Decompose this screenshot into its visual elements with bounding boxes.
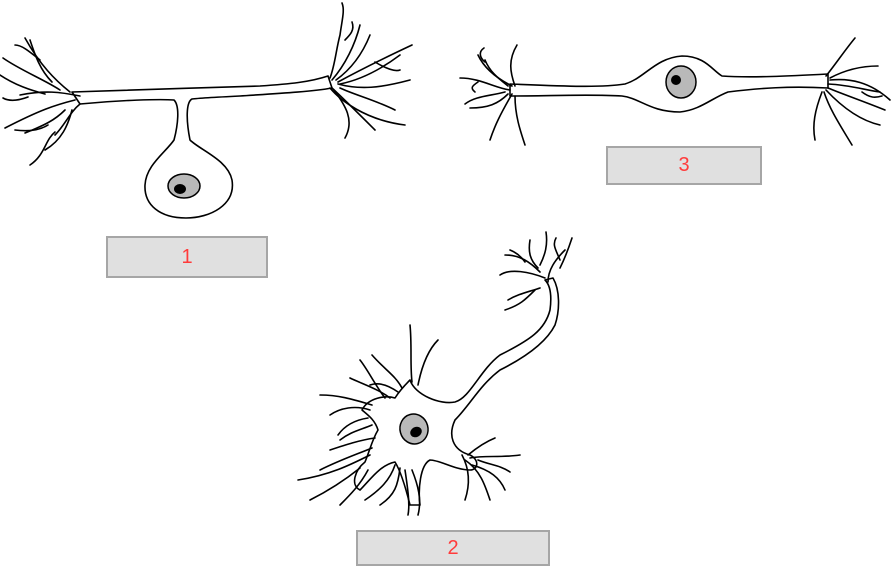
unipolar-soma-and-axon [72, 76, 332, 218]
bipolar-nucleolus [671, 75, 681, 85]
label-text-2: 2 [447, 536, 459, 559]
bipolar-right-dendrites [814, 38, 890, 145]
multipolar-neuron [298, 232, 572, 515]
bipolar-left-dendrites [460, 45, 525, 145]
unipolar-nucleolus [174, 184, 186, 194]
multipolar-dendrites [298, 325, 520, 515]
label-text-1: 1 [181, 245, 193, 268]
unipolar-left-dendrites [0, 38, 80, 165]
unipolar-neuron [0, 3, 412, 218]
unipolar-right-dendrites [330, 3, 412, 138]
bipolar-neuron [460, 38, 890, 145]
label-text-3: 3 [678, 154, 690, 176]
label-box-2[interactable]: 2 [356, 530, 550, 566]
multipolar-axon-terminal [500, 232, 572, 310]
multipolar-nucleolus [410, 426, 422, 438]
label-box-3[interactable]: 3 [606, 146, 762, 185]
bipolar-nucleus [666, 66, 696, 98]
label-box-1[interactable]: 1 [106, 236, 268, 278]
multipolar-soma-and-axon [355, 278, 559, 505]
